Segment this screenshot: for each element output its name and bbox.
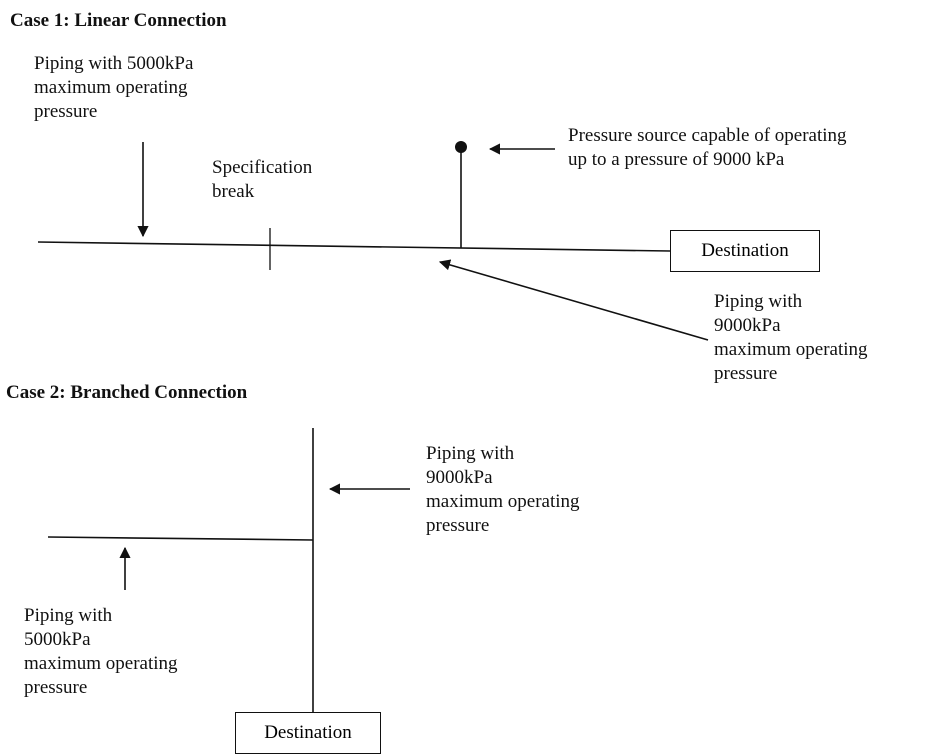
- case2-5000-label-line: pressure: [24, 677, 88, 698]
- pressure-source-label-line: Pressure source capable of operating: [568, 125, 847, 146]
- case1-9000-label-line: pressure: [714, 363, 778, 384]
- case2-destination-box: Destination: [235, 712, 381, 754]
- case2-9000-label-line: maximum operating: [426, 491, 580, 512]
- case1-5000-label-line: Piping with 5000kPa: [34, 53, 194, 74]
- case2-5000-label-line: Piping with: [24, 605, 113, 626]
- case1-9000-label: Piping with 9000kPa maximum operating pr…: [714, 290, 868, 386]
- case1-heading: Case 1: Linear Connection: [10, 10, 227, 31]
- case1-9000-label-line: 9000kPa: [714, 315, 781, 336]
- spec-break-label-line: break: [212, 181, 255, 202]
- case1-5000-label: Piping with 5000kPa maximum operating pr…: [34, 52, 193, 124]
- case2-9000-label-line: 9000kPa: [426, 467, 493, 488]
- case1-9000-label-line: Piping with: [714, 291, 803, 312]
- case1-pipe-line: [37, 241, 671, 252]
- case2-5000-label: Piping with 5000kPa maximum operating pr…: [24, 604, 178, 700]
- specification-break-label: Specification break: [212, 156, 312, 204]
- case1-5000-label-line: pressure: [34, 101, 98, 122]
- spec-break-label-line: Specification: [212, 157, 313, 178]
- case1-5000-label-line: maximum operating: [34, 77, 188, 98]
- pressure-source-dot: [455, 141, 467, 153]
- case2-9000-label-line: pressure: [426, 515, 490, 536]
- pressure-source-label: Pressure source capable of operating up …: [568, 124, 847, 172]
- pressure-source-label-line: up to a pressure of 9000 kPa: [568, 149, 785, 170]
- case2-9000-label: Piping with 9000kPa maximum operating pr…: [426, 442, 580, 538]
- case2-9000-label-line: Piping with: [426, 443, 515, 464]
- case1-9000-label-line: maximum operating: [714, 339, 868, 360]
- case1-9000-arrow: [438, 259, 709, 341]
- case2-5000-label-line: 5000kPa: [24, 629, 91, 650]
- case2-5000-label-line: maximum operating: [24, 653, 178, 674]
- case2-branch-pipe: [47, 536, 314, 541]
- case1-destination-box: Destination: [670, 230, 820, 272]
- case2-heading: Case 2: Branched Connection: [6, 382, 248, 403]
